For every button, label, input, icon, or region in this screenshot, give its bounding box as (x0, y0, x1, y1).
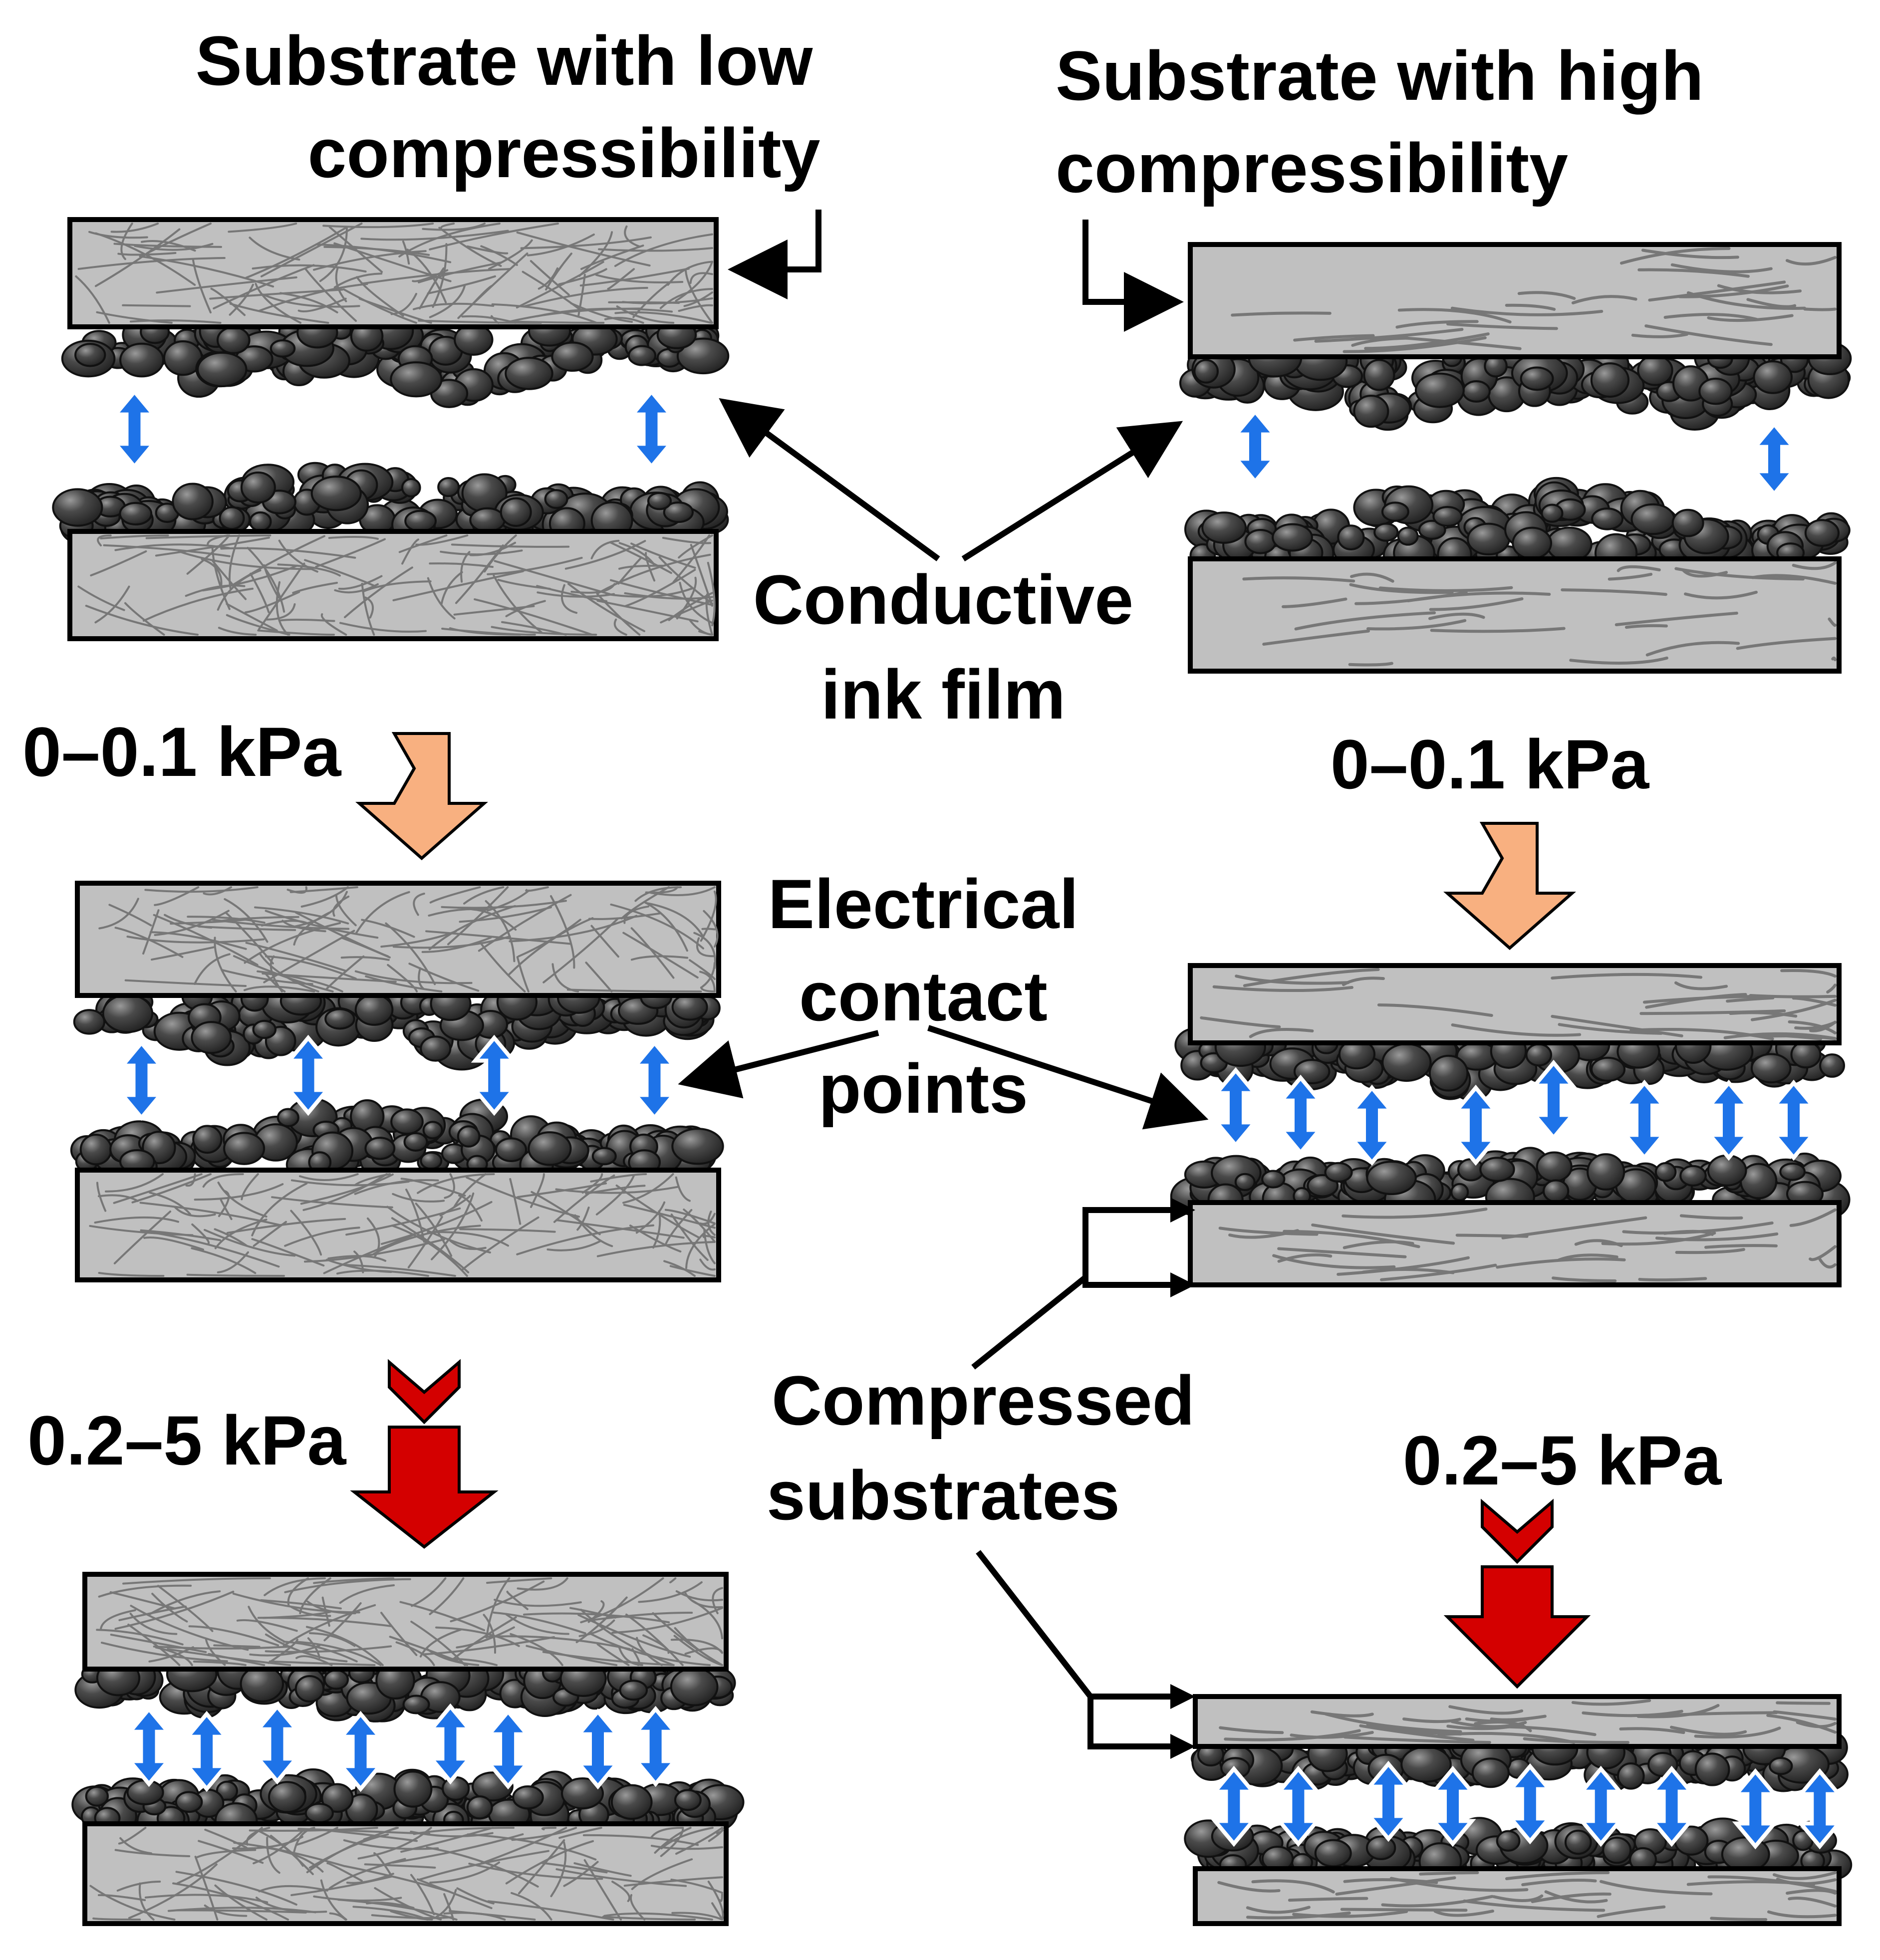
pointer-lines (678, 210, 1209, 1749)
upper-substrate (82, 1572, 729, 1672)
contact-arrow-icon (1232, 408, 1279, 485)
contact-arrow-icon (1452, 1084, 1499, 1166)
contact-arrow-icon (1732, 1768, 1779, 1850)
conductive-ink-film (70, 977, 724, 1187)
pressure-low-right-label: 0–0.1 kPa (1331, 725, 1649, 803)
lower-substrate (75, 1168, 721, 1282)
low-title-line-2: compressibility (307, 114, 820, 192)
lower-substrate (1188, 556, 1842, 674)
low-title-line-1: Substrate with low (196, 21, 813, 100)
contact-arrow-icon (337, 1711, 384, 1792)
bracket-arrowheads (1170, 1198, 1195, 1759)
panel-low-medium (70, 881, 724, 1282)
ink-film-line-2: ink film (821, 655, 1066, 734)
contact-arrow-icon (1507, 1763, 1554, 1845)
ink-pointer-right (961, 421, 1183, 562)
high-pressure-arrow-right (1443, 1498, 1591, 1689)
conductive-ink-film (52, 311, 730, 547)
low-title-pointer (728, 210, 821, 299)
contact-arrow-icon (1277, 1074, 1324, 1156)
contact-arrow-icon (471, 1034, 518, 1116)
panel-high-high (1184, 1694, 1853, 1926)
contact-arrow-icon (1751, 421, 1798, 497)
contact-arrow-icon (1796, 1768, 1843, 1850)
contact-points-line-2: contact (799, 957, 1048, 1035)
low-pressure-arrow-left (355, 732, 488, 860)
contact-arrow-icon (111, 388, 158, 470)
contact-arrow-icon (1348, 1084, 1395, 1166)
upper-substrate (1188, 963, 1842, 1045)
contact-arrow-icon (254, 1703, 301, 1785)
contact-arrow-icon (1705, 1079, 1752, 1161)
panel-low-uncompressed (52, 217, 730, 641)
high-pressure-arrow-left (350, 1359, 499, 1549)
pressure-arrows (350, 732, 1591, 1689)
lower-substrate (82, 1821, 729, 1926)
high-title-line-1: Substrate with high (1056, 36, 1704, 115)
upper-substrate (1193, 1694, 1842, 1749)
contact-arrow-icon (1212, 1067, 1259, 1149)
contact-pointer-left (678, 1030, 879, 1099)
contact-arrow-icon (574, 1708, 621, 1790)
contact-arrow-icon (183, 1711, 230, 1792)
conductive-ink-film (1179, 338, 1852, 573)
contact-arrow-icon (1648, 1765, 1695, 1847)
compressed-pointer-lower (976, 1550, 1093, 1699)
pressure-high-right-label: 0.2–5 kPa (1403, 1421, 1722, 1499)
contact-arrow-icon (1275, 1765, 1322, 1847)
pressure-low-left-label: 0–0.1 kPa (22, 713, 341, 791)
compressed-bracket-lower (1087, 1694, 1178, 1749)
contact-points-line-3: points (818, 1049, 1028, 1128)
high-title-pointer (1082, 220, 1184, 332)
text-labels: Substrate with low compressibility Subst… (22, 21, 1722, 1534)
contact-arrow-icon (631, 1039, 678, 1121)
low-pressure-arrow-right (1443, 822, 1576, 950)
contact-arrow-icon (1621, 1079, 1668, 1161)
contact-pointer-right (927, 1025, 1209, 1130)
contact-arrow-icon (285, 1034, 332, 1116)
conductive-ink-film (71, 1651, 745, 1840)
compressed-bracket-upper (1082, 1207, 1178, 1288)
sandwich-panels (52, 217, 1853, 1926)
contact-arrow-icon (632, 1706, 679, 1787)
contact-arrow-icon (628, 388, 675, 470)
lower-substrate (1188, 1200, 1842, 1287)
contact-points-line-1: Electrical (768, 865, 1079, 943)
panel-low-high (71, 1572, 745, 1926)
upper-substrate (1188, 242, 1842, 359)
lower-substrate (1193, 1866, 1842, 1926)
ink-pointer-left (719, 398, 940, 561)
contact-arrow-icon (1578, 1765, 1624, 1847)
contact-arrow-icon (1365, 1760, 1412, 1842)
contact-arrow-icon (485, 1708, 532, 1790)
ink-film-line-1: Conductive (753, 560, 1133, 639)
lower-substrate (67, 529, 719, 641)
contact-arrow-icon (118, 1039, 165, 1121)
upper-substrate (75, 881, 721, 998)
pressure-high-left-label: 0.2–5 kPa (27, 1401, 346, 1479)
contact-arrow-icon (1530, 1059, 1577, 1141)
contact-arrow-icon (427, 1703, 474, 1785)
compressed-line-1: Compressed (772, 1361, 1195, 1440)
compressed-pointer-upper (971, 1275, 1087, 1370)
compressed-line-2: substrates (767, 1456, 1120, 1534)
contact-arrow-icon (1770, 1079, 1817, 1161)
conductive-ink-film (1170, 1025, 1851, 1220)
contact-arrow-icon (125, 1706, 173, 1787)
panel-high-medium (1170, 963, 1851, 1287)
contact-arrow-icon (1210, 1765, 1257, 1847)
contact-arrow-icon (1429, 1765, 1476, 1847)
high-title-line-2: compressibility (1056, 129, 1568, 207)
panel-high-uncompressed (1179, 242, 1852, 674)
upper-substrate (67, 217, 719, 329)
